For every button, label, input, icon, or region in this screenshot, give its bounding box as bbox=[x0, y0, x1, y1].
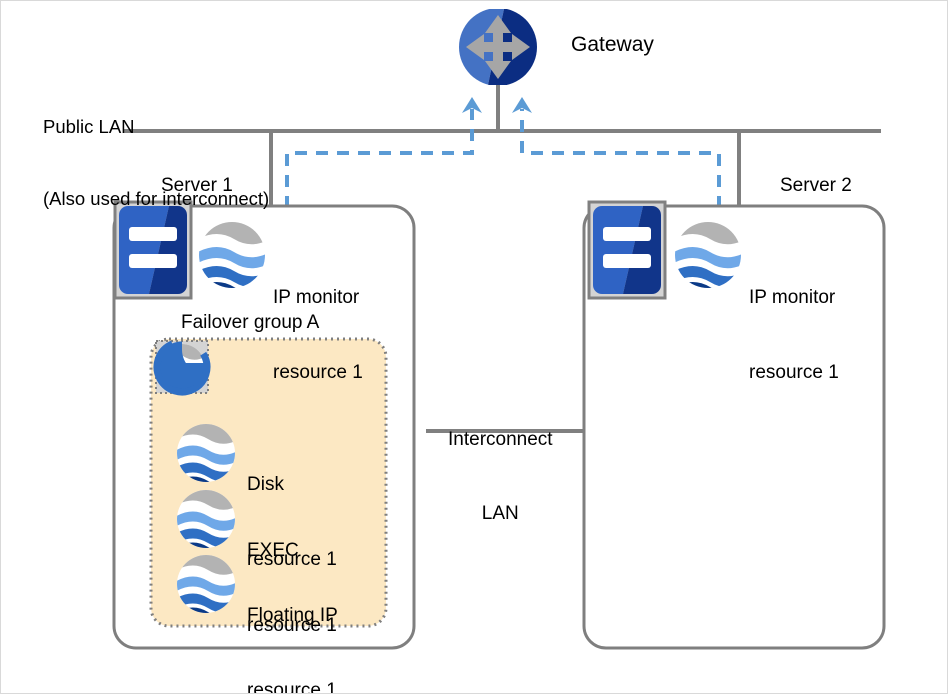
server2-server-icon bbox=[587, 200, 667, 300]
server1-ip-monitor-label-line2: resource 1 bbox=[273, 362, 363, 384]
failover-group-icon bbox=[153, 338, 211, 396]
server2-title: Server 2 bbox=[780, 175, 852, 196]
gateway-label: Gateway bbox=[571, 33, 654, 56]
disk-resource-label: Disk resource 1 bbox=[247, 421, 337, 623]
failover-group-a-label: Failover group A bbox=[181, 312, 320, 333]
floating-ip-resource-label: Floating IP resource 1 bbox=[247, 552, 338, 694]
floating-ip-resource-label-line2: resource 1 bbox=[247, 680, 337, 694]
server2-ip-monitor-arrowhead bbox=[512, 97, 532, 113]
server1-ip-monitor-path bbox=[285, 109, 474, 208]
server2-ip-monitor-label-line2: resource 1 bbox=[749, 362, 839, 384]
interconnect-lan-label: Interconnect LAN bbox=[448, 379, 553, 577]
server1-title: Server 1 bbox=[161, 175, 233, 196]
exec-resource-label: EXEC resource 1 bbox=[247, 487, 337, 689]
floating-ip-resource-label-line1: Floating IP bbox=[247, 604, 338, 626]
interconnect-lan-label-line1: Interconnect bbox=[448, 429, 553, 451]
server1-ip-monitor-arrowhead bbox=[462, 97, 482, 113]
disk-resource-label-line1: Disk bbox=[247, 473, 284, 495]
server1-ip-monitor-label-line1: IP monitor bbox=[273, 286, 360, 308]
exec-resource-label-line2: resource 1 bbox=[247, 615, 337, 637]
server2-box bbox=[582, 204, 886, 650]
server1-ip-monitor-label: IP monitor resource 1 bbox=[273, 234, 363, 436]
public-lan-label-line2: (Also used for interconnect) bbox=[43, 188, 270, 210]
interconnect-lan-label-line2: LAN bbox=[481, 503, 519, 525]
failover-group-a-box bbox=[149, 337, 388, 628]
exec-resource-label-line1: EXEC bbox=[247, 539, 299, 561]
server2-ip-monitor-path bbox=[520, 109, 721, 208]
server1-server-icon bbox=[113, 200, 193, 300]
server2-ip-monitor-label-line1: IP monitor bbox=[749, 286, 836, 308]
public-lan-label-line1: Public LAN bbox=[43, 116, 135, 138]
gateway-router-icon bbox=[459, 9, 537, 85]
disk-resource-label-line2: resource 1 bbox=[247, 549, 337, 571]
public-lan-label: Public LAN (Also used for interconnect) bbox=[43, 67, 269, 259]
server2-ip-monitor-label: IP monitor resource 1 bbox=[749, 234, 839, 436]
